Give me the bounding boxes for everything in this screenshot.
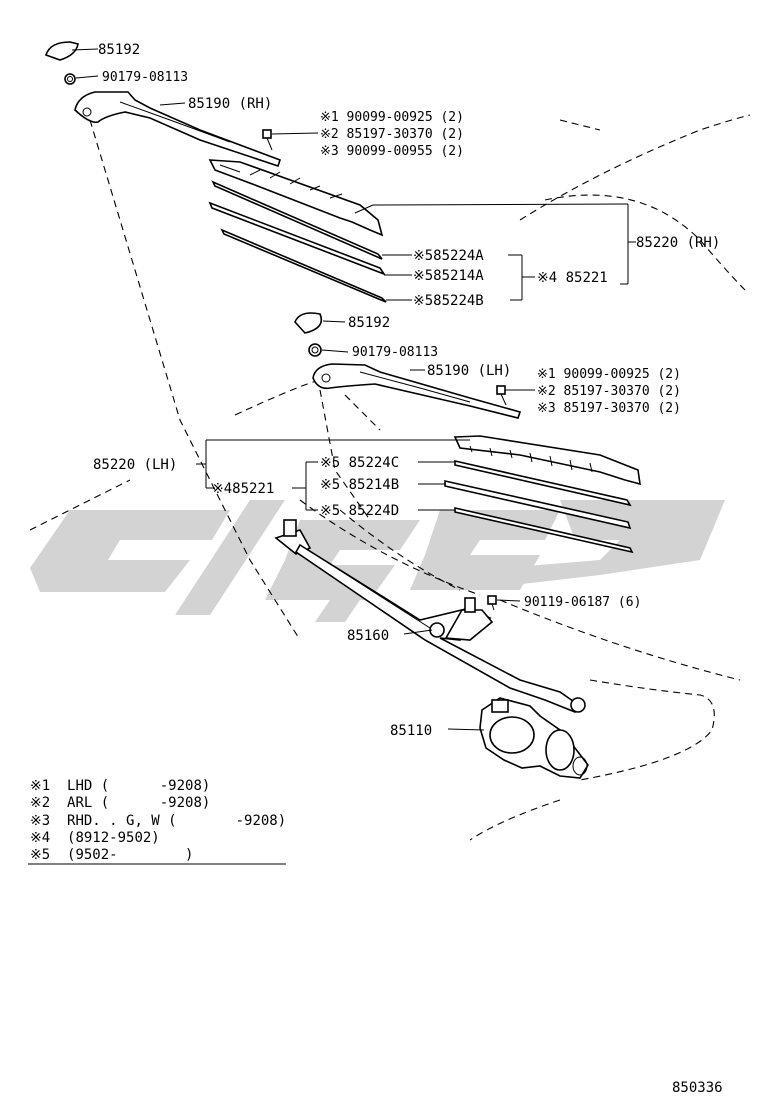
label-rh-note2: ※2 85197-30370 (2) bbox=[320, 127, 464, 142]
body-outline-dashed bbox=[29, 114, 751, 841]
blade-lh-part bbox=[453, 435, 641, 486]
refill-rh-strips bbox=[208, 180, 387, 303]
nut-upper-part bbox=[64, 73, 76, 85]
label-lh-refill-c: ※5 85224C bbox=[320, 455, 399, 471]
leader-lines bbox=[28, 48, 636, 865]
cap-lower-part bbox=[294, 312, 323, 334]
label-link: 85160 bbox=[347, 628, 389, 644]
label-cap-upper: 85192 bbox=[98, 42, 140, 58]
label-lh-note3: ※3 85197-30370 (2) bbox=[537, 401, 681, 416]
label-rh-rubber-a: ※585214A bbox=[413, 268, 484, 284]
legend-line-5: ※5 (9502- ) bbox=[30, 847, 193, 863]
motor-part bbox=[479, 697, 589, 779]
label-nut-upper: 90179-08113 bbox=[102, 70, 188, 85]
arm-lh-part bbox=[312, 363, 522, 419]
label-rh-note1: ※1 90099-00925 (2) bbox=[320, 110, 464, 125]
bolt-link-part bbox=[487, 595, 497, 611]
label-lh-rubber-b: ※5 85214B bbox=[320, 477, 399, 493]
blade-rh-part bbox=[208, 159, 384, 237]
label-lh-refill-d: ※5 85224D bbox=[320, 503, 399, 519]
legend-line-1: ※1 LHD ( -9208) bbox=[30, 778, 210, 794]
label-arm-rh: 85190 (RH) bbox=[188, 96, 272, 112]
label-bolt: 90119-06187 (6) bbox=[524, 595, 641, 610]
legend-line-2: ※2 ARL ( -9208) bbox=[30, 795, 210, 811]
refill-lh-strips bbox=[444, 459, 634, 554]
label-nut-lower: 90179-08113 bbox=[352, 345, 438, 360]
label-rh-blade: 85220 (RH) bbox=[636, 235, 720, 251]
label-rh-refill-b: ※585224B bbox=[413, 293, 484, 309]
label-lh-blade: 85220 (LH) bbox=[93, 457, 177, 473]
label-rh-blade-sub: ※4 85221 bbox=[537, 270, 608, 286]
label-lh-note2: ※2 85197-30370 (2) bbox=[537, 384, 681, 399]
label-cap-lower: 85192 bbox=[348, 315, 390, 331]
legend: ※1 LHD ( -9208) ※2 ARL ( -9208) ※3 RHD. … bbox=[30, 778, 286, 863]
bolt-lh-part bbox=[496, 385, 507, 406]
label-lh-note1: ※1 90099-00925 (2) bbox=[537, 367, 681, 382]
legend-line-4: ※4 (8912-9502) bbox=[30, 830, 160, 846]
label-lh-blade-sub: ※485221 bbox=[212, 481, 274, 497]
label-arm-lh: 85190 (LH) bbox=[427, 363, 511, 379]
part-labels: 85192 90179-08113 85190 (RH) ※1 90099-00… bbox=[93, 42, 720, 739]
bolt-rh-part bbox=[262, 129, 273, 151]
label-rh-refill-a: ※585224A bbox=[413, 248, 484, 264]
cap-upper-part bbox=[45, 41, 79, 61]
label-rh-note3: ※3 90099-00955 (2) bbox=[320, 144, 464, 159]
legend-line-3: ※3 RHD. . G, W ( -9208) bbox=[30, 813, 286, 829]
nut-lower-part bbox=[308, 343, 322, 357]
arm-rh-part bbox=[74, 91, 282, 168]
diagram-number: 850336 bbox=[672, 1080, 723, 1096]
label-motor: 85110 bbox=[390, 723, 432, 739]
